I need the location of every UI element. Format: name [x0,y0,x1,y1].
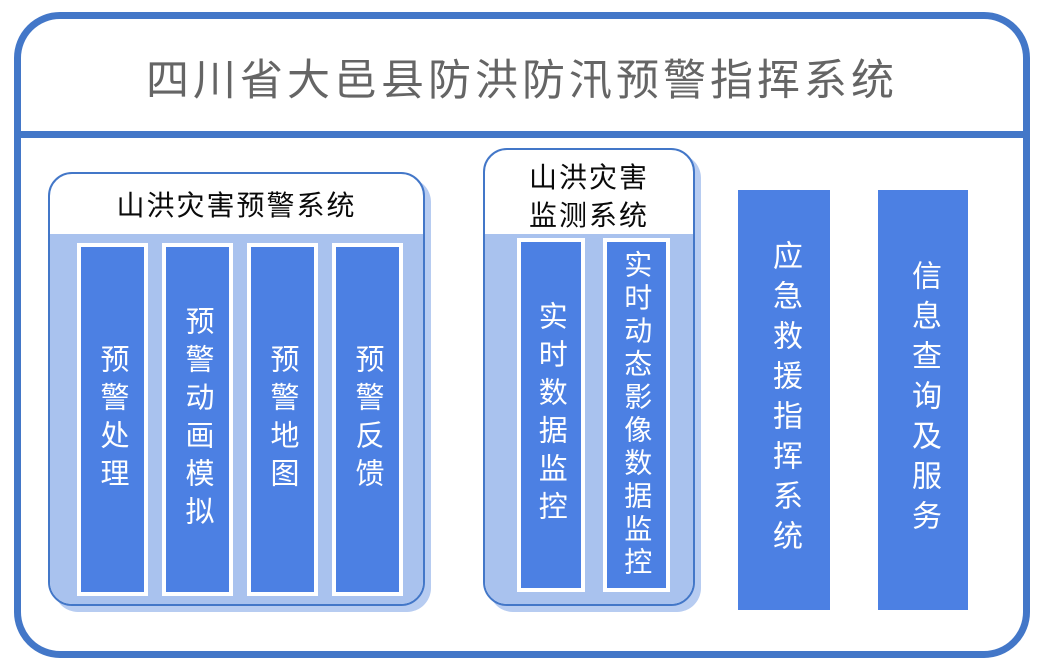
bar-information-query-service-label: 信息查询及服务 [906,260,941,540]
page-title: 四川省大邑县防洪防汛预警指挥系统 [146,56,898,106]
bar-emergency-rescue-command-system: 应急救援指挥系统 [738,190,830,610]
bar-realtime-data-monitoring: 实时数据监控 [517,238,585,592]
bar-warning-feedback-label: 预警反馈 [351,343,385,496]
bar-emergency-rescue-command-system-label: 应急救援指挥系统 [767,240,802,560]
bar-realtime-video-data-monitoring: 实时动态影像数据监控 [602,238,670,592]
group-monitoring-system-title: 山洪灾害监测系统 [528,161,649,232]
bar-warning-processing: 预警处理 [77,243,148,596]
group-monitoring-system-panel: 实时数据监控 实时动态影像数据监控 [485,234,693,604]
title-divider-line [14,131,1030,138]
bar-warning-map: 预警地图 [247,243,318,596]
group-warning-system: 山洪灾害预警系统 预警处理 预警动画模拟 预警地图 预警反馈 [48,172,425,606]
bar-warning-animation-simulation-label: 预警动画模拟 [181,305,215,534]
bar-information-query-service: 信息查询及服务 [878,190,968,610]
bar-warning-map-label: 预警地图 [266,343,300,496]
bar-realtime-data-monitoring-label: 实时数据监控 [534,301,569,529]
group-monitoring-system: 山洪灾害监测系统 实时数据监控 实时动态影像数据监控 [483,148,695,606]
group-warning-system-panel: 预警处理 预警动画模拟 预警地图 预警反馈 [50,234,423,604]
bar-warning-processing-label: 预警处理 [96,343,130,496]
bar-warning-feedback: 预警反馈 [332,243,403,596]
bar-realtime-video-data-monitoring-label: 实时动态影像数据监控 [620,250,654,580]
group-warning-system-title: 山洪灾害预警系统 [116,189,357,222]
bar-warning-animation-simulation: 预警动画模拟 [162,243,233,596]
